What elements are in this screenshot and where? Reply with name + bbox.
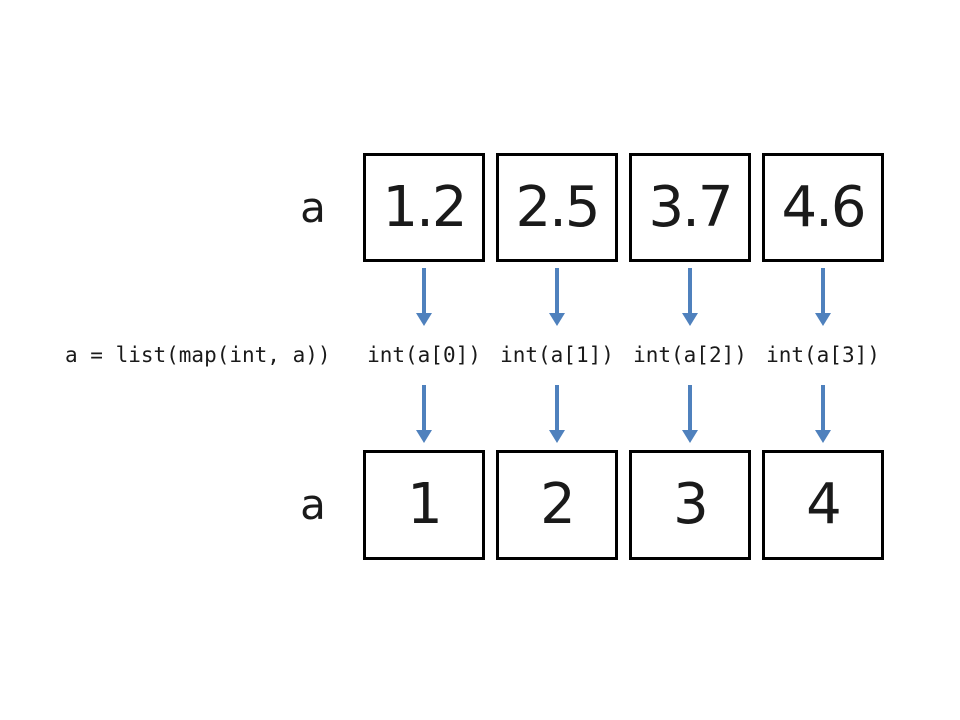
down-arrow-top-2 <box>682 268 698 326</box>
down-arrow-top-1 <box>549 268 565 326</box>
top-box-3: 4.6 <box>762 153 884 262</box>
arrow-shaft <box>821 385 825 430</box>
arrow-head-icon <box>549 430 565 443</box>
bottom-box-0: 1 <box>363 450 485 560</box>
arrow-head-icon <box>416 313 432 326</box>
conversion-label-0: int(a[0]) <box>367 343 481 367</box>
bottom-box-3: 4 <box>762 450 884 560</box>
arrow-head-icon <box>682 313 698 326</box>
conversion-label-1: int(a[1]) <box>500 343 614 367</box>
down-arrow-bottom-3 <box>815 385 831 443</box>
top-row-variable-label: a <box>300 182 326 232</box>
down-arrow-bottom-2 <box>682 385 698 443</box>
arrow-shaft <box>821 268 825 313</box>
down-arrow-top-3 <box>815 268 831 326</box>
arrow-shaft <box>555 385 559 430</box>
down-arrow-bottom-1 <box>549 385 565 443</box>
arrow-head-icon <box>682 430 698 443</box>
down-arrow-top-0 <box>416 268 432 326</box>
arrow-head-icon <box>416 430 432 443</box>
arrow-head-icon <box>815 430 831 443</box>
top-box-2: 3.7 <box>629 153 751 262</box>
conversion-label-3: int(a[3]) <box>766 343 880 367</box>
arrow-shaft <box>422 385 426 430</box>
arrow-shaft <box>422 268 426 313</box>
top-box-1: 2.5 <box>496 153 618 262</box>
top-box-0: 1.2 <box>363 153 485 262</box>
conversion-label-2: int(a[2]) <box>633 343 747 367</box>
arrow-shaft <box>688 268 692 313</box>
bottom-row-variable-label: a <box>300 480 326 529</box>
down-arrow-bottom-0 <box>416 385 432 443</box>
arrow-head-icon <box>549 313 565 326</box>
arrow-head-icon <box>815 313 831 326</box>
bottom-box-1: 2 <box>496 450 618 560</box>
bottom-box-2: 3 <box>629 450 751 560</box>
arrow-shaft <box>555 268 559 313</box>
code-expression: a = list(map(int, a)) <box>65 343 331 367</box>
arrow-shaft <box>688 385 692 430</box>
